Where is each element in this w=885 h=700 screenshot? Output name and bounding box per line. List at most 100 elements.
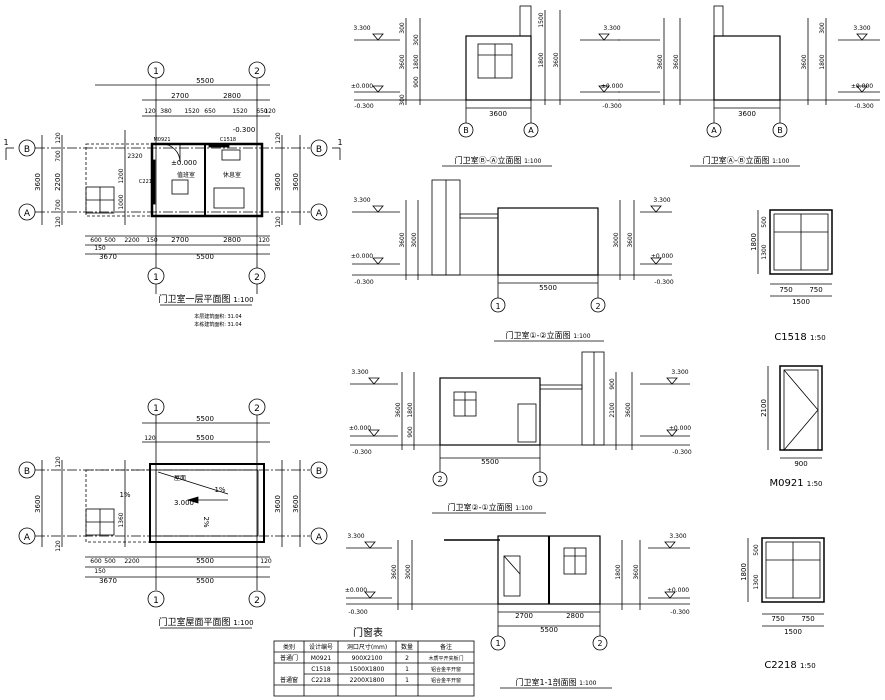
dim-label: 1800 <box>750 233 758 251</box>
dim-label: 2100 <box>609 402 616 417</box>
dim-label: 1520 <box>232 108 247 115</box>
axis-label: 1 <box>537 475 542 484</box>
dim-label: 750 <box>779 286 792 294</box>
dim-label: 2320 <box>127 153 142 160</box>
dim-label: 150 <box>94 245 106 252</box>
dim-label: 900 <box>407 426 414 438</box>
c1518-title: C1518 1:50 <box>774 332 825 343</box>
dim-label: 650 <box>204 108 216 115</box>
dim-label: 2700 <box>515 612 533 620</box>
table-cell: C1518 <box>311 666 331 673</box>
level-label: ±0.000 <box>351 253 373 260</box>
dim-label: 300 <box>399 22 406 34</box>
dim-label: 500 <box>104 237 116 244</box>
dim-label: 3000 <box>613 232 620 247</box>
dim-label: 1300 <box>761 244 768 259</box>
elevAB-labels: 3.300 ±0.000 -0.300 3600 3600 3600 3600 … <box>657 22 874 165</box>
dim-label: 120 <box>55 132 62 144</box>
dim-label: 1500 <box>784 628 802 636</box>
level-label: -0.300 <box>670 609 690 616</box>
area-note: 本层建筑面积: 31.04 <box>194 313 242 320</box>
dim-label: 1800 <box>615 564 622 579</box>
dim-label: 1520 <box>184 108 199 115</box>
dim-label: 3600 <box>399 232 406 247</box>
dim-label: 380 <box>160 108 172 115</box>
axis-label: 2 <box>254 273 260 283</box>
axis-label: 1 <box>153 596 159 606</box>
dim-label: 3600 <box>633 564 640 579</box>
table-header: 类别 <box>283 643 295 651</box>
dim-label: 2800 <box>223 92 241 100</box>
level-label: ±0.000 <box>651 253 673 260</box>
dim-label: 2800 <box>566 612 584 620</box>
dim-label: 3600 <box>292 173 300 191</box>
table-cell: 2 <box>405 655 409 662</box>
dim-label: 750 <box>771 615 784 623</box>
dim-label: 5500 <box>196 557 214 565</box>
ground-floor-plan <box>5 61 341 294</box>
level-label: 3.300 <box>353 197 370 204</box>
level-label: 3.300 <box>853 25 870 32</box>
c2218-labels: 750 750 1500 1800 500 1300 C2218 1:50 <box>740 544 816 671</box>
dim-label: 5500 <box>196 577 214 585</box>
dim-label: 900 <box>413 76 420 88</box>
axis-2-bubble <box>248 61 266 79</box>
elev12-title: 门卫室①-②立面图 1:100 <box>505 330 590 340</box>
dim-label: 3600 <box>801 54 808 69</box>
dim-label: 700 <box>55 150 62 162</box>
level-label: ±0.000 <box>667 587 689 594</box>
axis-label: 1 <box>153 404 159 414</box>
sect11-labels: 3.300 ±0.000 -0.300 3.300 ±0.000 -0.300 … <box>345 533 690 687</box>
dim-label: 600 <box>90 558 102 565</box>
dim-label: 650 <box>256 108 268 115</box>
dim-label: 2700 <box>171 92 189 100</box>
axis-label: A <box>24 209 31 219</box>
elevation-2-1 <box>350 351 690 487</box>
roof-label: 屋面 <box>174 475 186 482</box>
section-mark: 1 <box>337 138 342 147</box>
axis-label: A <box>528 126 534 135</box>
dim-label: 500 <box>761 216 768 228</box>
axis-label: 2 <box>595 302 600 311</box>
dim-label: 3600 <box>292 495 300 513</box>
dim-label: 120 <box>275 132 282 144</box>
level-label: -0.300 <box>352 449 372 456</box>
axis-A-bubble <box>310 203 328 221</box>
dim-label: 3600 <box>34 495 42 513</box>
dim-label: 3670 <box>99 253 117 261</box>
axis-label: 1 <box>495 639 500 648</box>
dim-label: 750 <box>801 615 814 623</box>
plan1-title: 门卫室一层平面图 1:100 <box>158 293 253 305</box>
level-label: -0.300 <box>602 103 622 110</box>
dim-label: 2200 <box>54 173 62 191</box>
m0921-title: M0921 1:50 <box>770 478 823 489</box>
level-label: 3.300 <box>603 25 620 32</box>
roofplan-title: 门卫室屋面平面图 1:100 <box>158 616 253 628</box>
plan1-labels: 1 2 1 2 B A B A 1 1 5500 2700 2800 120 1… <box>3 67 342 328</box>
dim-label: 3600 <box>627 232 634 247</box>
dim-label: 1800 <box>413 54 420 69</box>
axis-label: 2 <box>597 639 602 648</box>
c2218-title: C2218 1:50 <box>764 660 815 671</box>
table-header: 数量 <box>401 643 413 651</box>
dim-label: 3600 <box>553 52 560 67</box>
dim-label: 500 <box>753 544 760 556</box>
table-cell: 铝合金平开窗 <box>431 666 461 673</box>
dim-label: 300 <box>413 34 420 46</box>
elevBA-labels: 3.300 ±0.000 -0.300 3.300 ±0.000 -0.300 … <box>351 12 623 165</box>
level-label: 3.300 <box>351 369 368 376</box>
dim-label: 300 <box>399 94 406 106</box>
sect11-title: 门卫室1-1剖面图 1:100 <box>516 677 597 687</box>
window-c2218-detail <box>747 537 825 627</box>
dim-label: 2700 <box>171 236 189 244</box>
dim-label: 300 <box>819 22 826 34</box>
axis-label: 1 <box>495 302 500 311</box>
level-label: 3.300 <box>347 533 364 540</box>
elevAB-title: 门卫室Ⓐ-Ⓑ立面图 1:100 <box>703 155 790 165</box>
table-header: 备注 <box>440 643 452 651</box>
level-label: 3.300 <box>669 533 686 540</box>
dim-label: 3600 <box>673 54 680 69</box>
dim-label: 3600 <box>625 402 632 417</box>
dim-label: 5500 <box>196 253 214 261</box>
